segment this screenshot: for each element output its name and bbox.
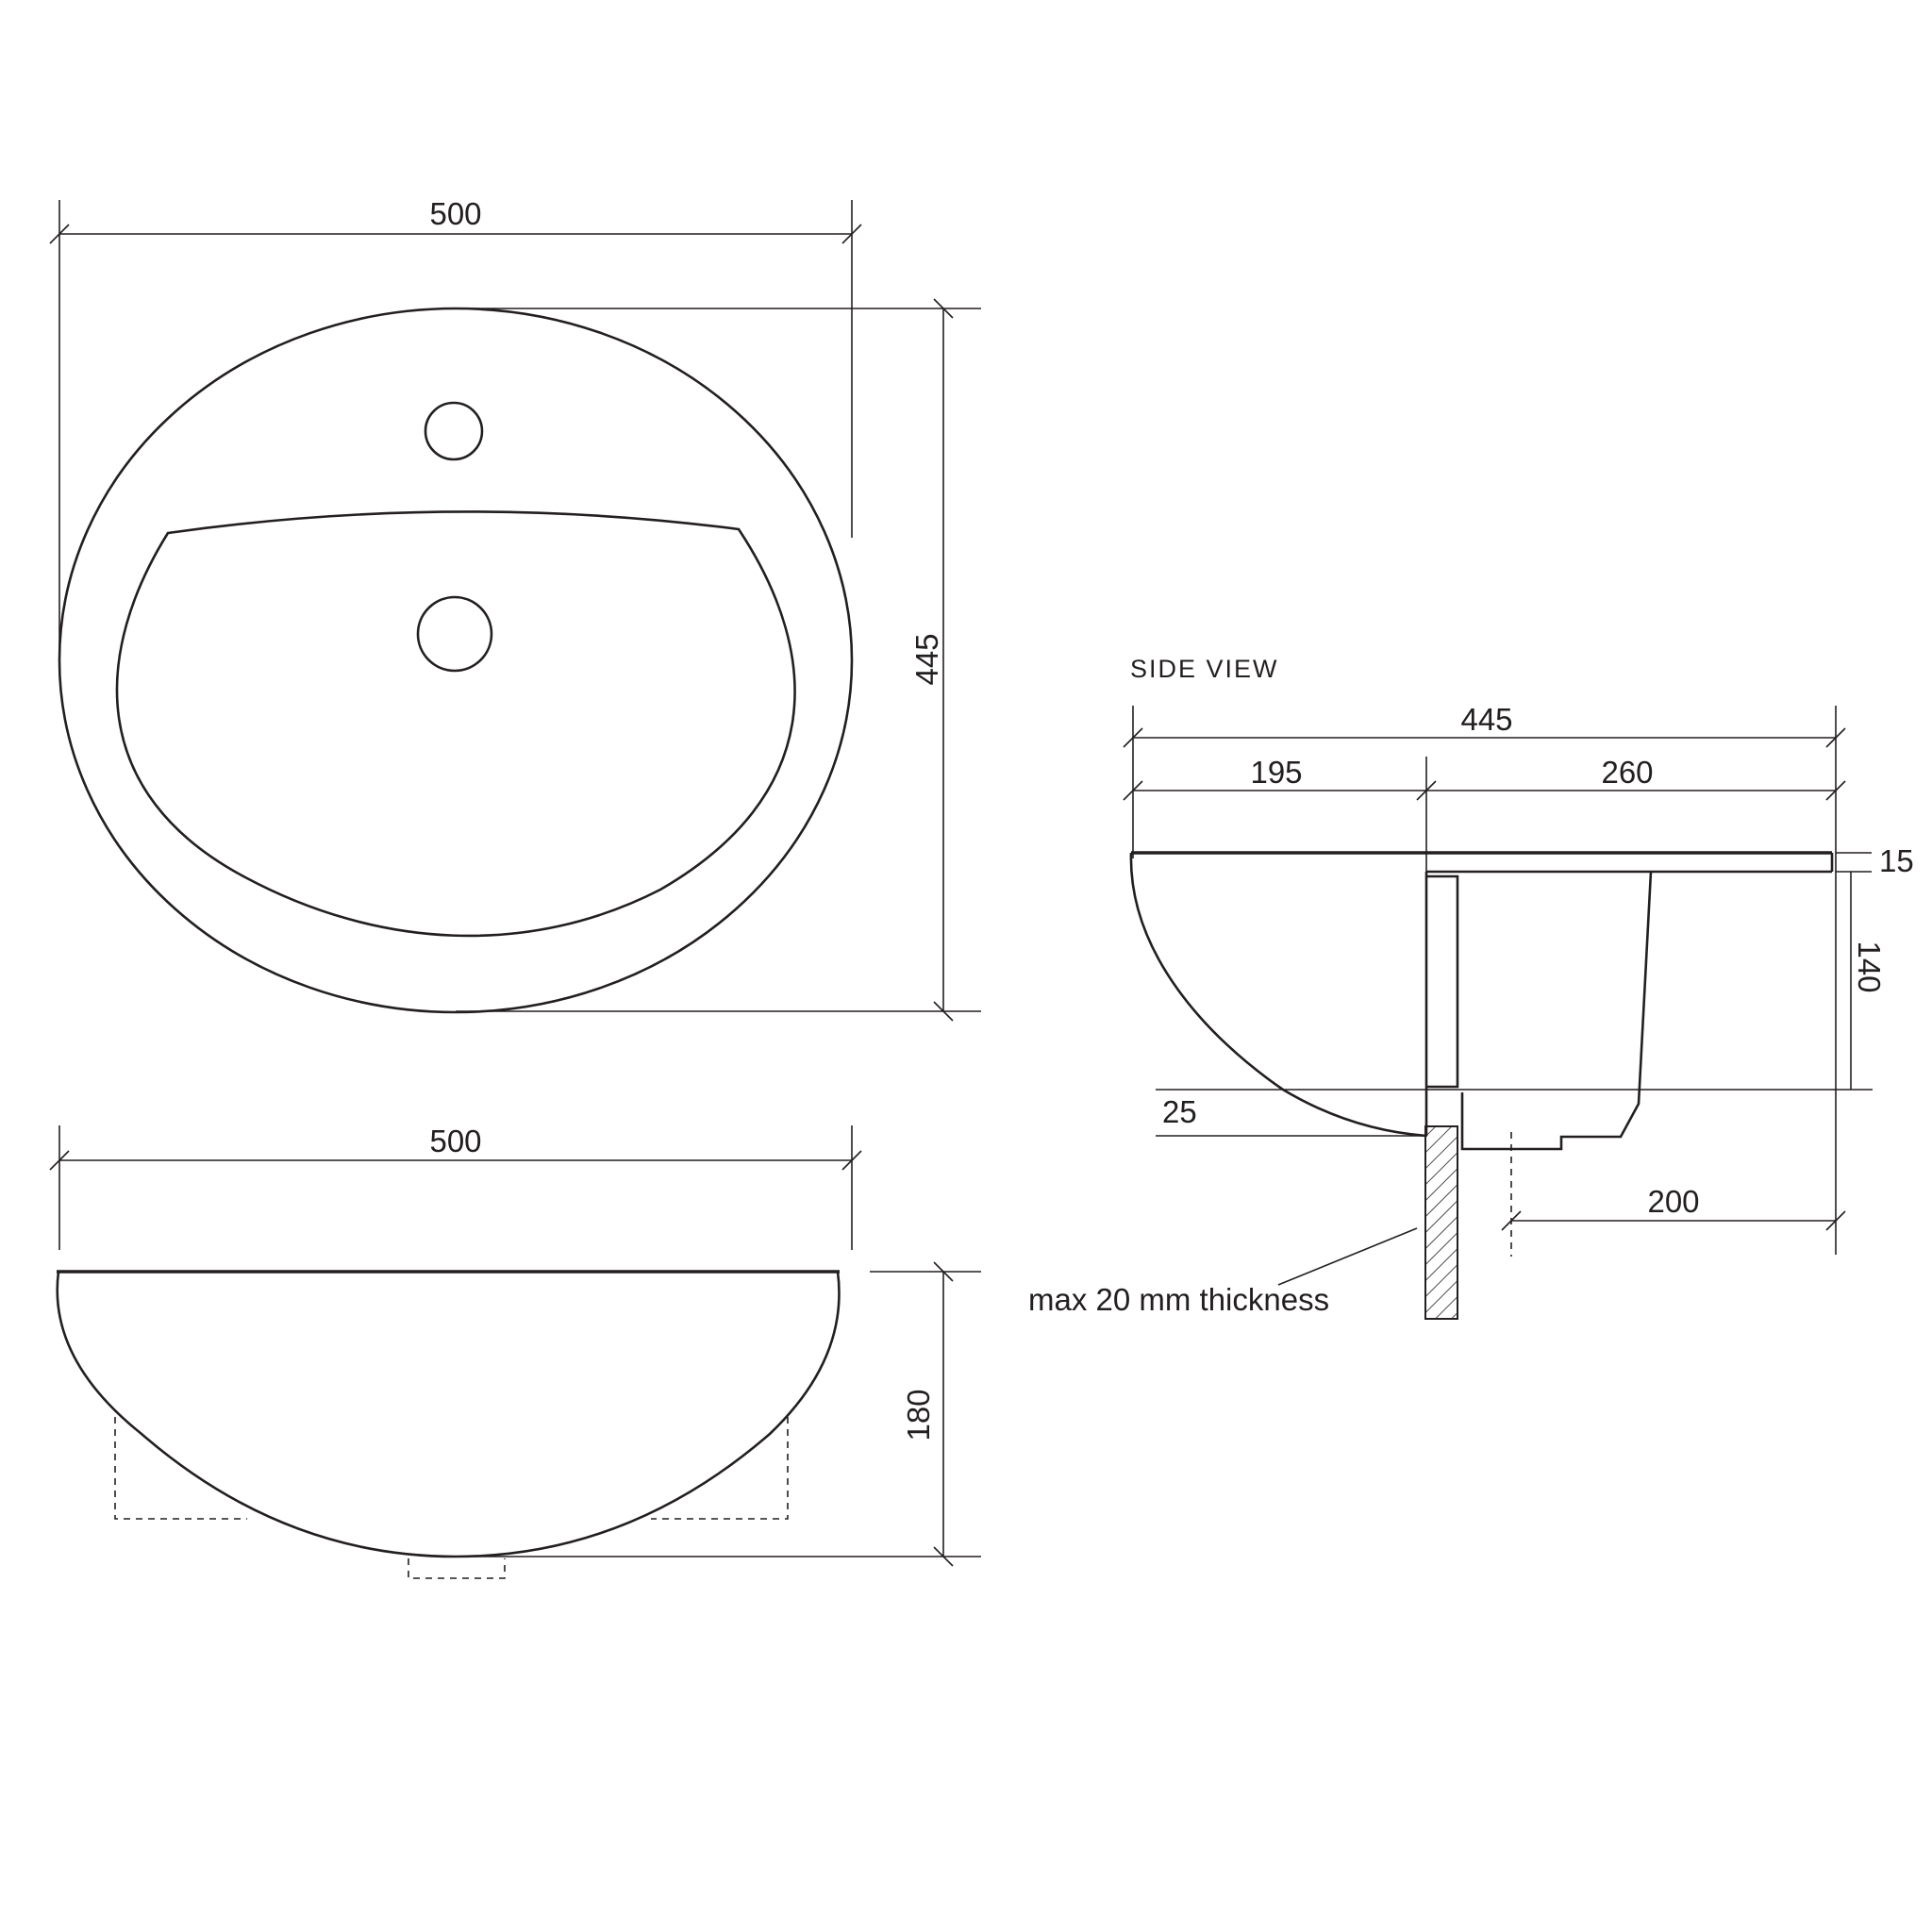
side-split-tick-front: [1123, 780, 1143, 801]
side-wall-inset: [1426, 874, 1459, 1089]
side-view: SIDE VIEW 445 195 260 15 140 25: [1028, 655, 1914, 1320]
bowl-height-label: 140: [1852, 941, 1887, 992]
front-width-label: 500: [429, 1124, 481, 1158]
front-bowl-outline: [56, 1271, 841, 1558]
side-back-depth-label: 260: [1601, 755, 1653, 790]
top-width-label: 500: [429, 196, 481, 231]
height-tick-top: [933, 1261, 954, 1282]
width-tick-left: [49, 224, 70, 244]
front-width-tick-right: [841, 1150, 862, 1171]
side-total-tick-front: [1123, 727, 1143, 748]
height-tick-bottom: [933, 1546, 954, 1567]
front-view: 500 180: [49, 1124, 981, 1579]
depth-tick-bottom: [933, 1001, 954, 1022]
tap-hole: [424, 401, 484, 461]
basin-outer-rim: [58, 307, 854, 1014]
counter-thickness-note: max 20 mm thickness: [1028, 1282, 1329, 1317]
side-split-tick-back: [1825, 780, 1846, 801]
hidden-support-left: [114, 1417, 247, 1520]
waste-offset-tick-left: [1501, 1210, 1522, 1231]
side-split-tick-mid: [1416, 780, 1437, 801]
side-view-title: SIDE VIEW: [1130, 655, 1279, 683]
waste-offset-tick-right: [1825, 1210, 1846, 1231]
top-view: 500 445: [49, 196, 981, 1022]
side-bowl-curve: [1129, 852, 1427, 1138]
side-total-tick-back: [1825, 727, 1846, 748]
side-back-body: [1460, 871, 1653, 1151]
counter-note-leader: [1277, 1227, 1418, 1286]
side-total-depth-label: 445: [1460, 702, 1512, 737]
hidden-support-right: [651, 1417, 789, 1520]
waste-offset-label: 200: [1647, 1184, 1699, 1219]
hidden-waste-outlet: [408, 1558, 506, 1579]
front-width-tick-left: [49, 1150, 70, 1171]
depth-tick-top: [933, 298, 954, 319]
rim-thickness-label: 15: [1879, 843, 1914, 878]
width-tick-right: [841, 224, 862, 244]
side-front-depth-label: 195: [1250, 755, 1302, 790]
front-height-label: 180: [901, 1389, 936, 1441]
drain-hole: [416, 595, 493, 673]
top-depth-label: 445: [909, 633, 944, 685]
counter-section-hatch: [1424, 1125, 1458, 1320]
under-depth-label: 25: [1162, 1094, 1197, 1129]
basin-bowl: [115, 510, 796, 938]
